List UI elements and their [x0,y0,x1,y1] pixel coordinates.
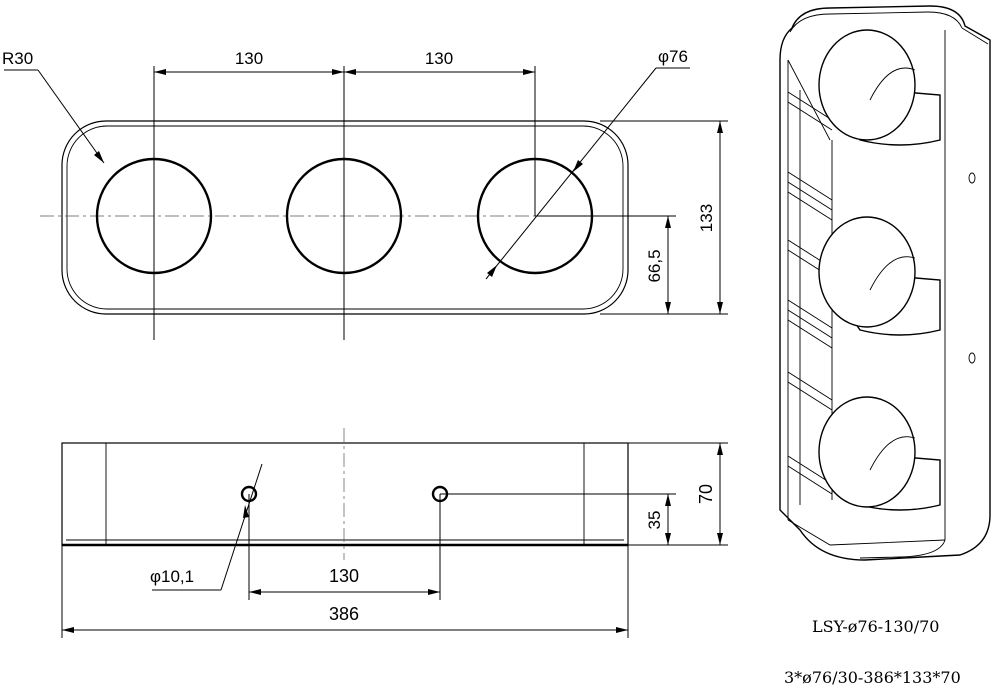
half-height-label: 66,5 [645,249,664,282]
model-spec: 3*ø76/30-386*133*70 [784,668,961,687]
top-view: 130 130 R30 φ76 133 66,5 [2,47,728,340]
isometric-view [779,5,991,561]
plate-inner-outline [66,125,624,310]
tube-bottom [818,396,941,511]
model-code: LSY-ø76-130/70 [812,617,939,636]
height-label: 133 [697,204,716,232]
hole-height-label: 35 [645,511,664,530]
pitch-right-label: 130 [425,49,453,68]
front-height-label: 70 [696,484,716,504]
small-hole-label: φ10,1 [150,567,194,586]
plate-outline [61,120,629,315]
hole-1 [95,157,213,275]
tube-top [818,29,941,146]
hole-diameter-label: φ76 [658,47,688,66]
front-view: φ10,1 130 386 70 35 [61,428,728,638]
hole-2 [285,157,403,275]
pitch-left-label: 130 [235,49,263,68]
tube-middle [818,216,941,336]
hole-spacing-label: 130 [329,566,359,586]
length-label: 386 [329,604,359,624]
radius-label: R30 [2,49,33,68]
